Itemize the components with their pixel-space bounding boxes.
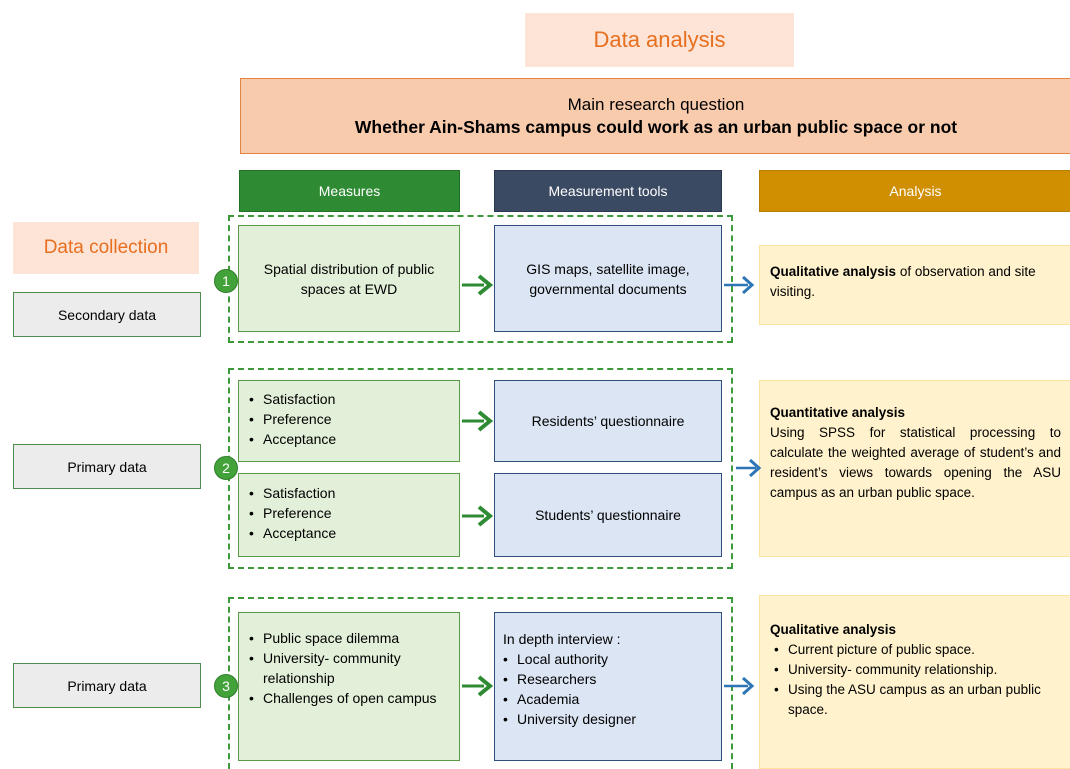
measure-item: Challenges of open campus [245,688,453,708]
tool-item: Academia [499,689,713,709]
measure-spatial-distribution: Spatial distribution of public spaces at… [238,225,460,332]
analysis-item: Current picture of public space. [770,640,1061,660]
analysis-qualitative-1: Qualitative analysis of observation and … [759,245,1070,325]
source-primary-data-3: Primary data [13,663,201,708]
tool-residents-questionnaire: Residents’ questionnaire [494,380,722,462]
tool-item: University designer [499,709,713,729]
arrow-measure-to-tool-3 [462,675,494,697]
tool-students-questionnaire: Students’ questionnaire [494,473,722,557]
step-number-3: 3 [214,674,238,698]
analysis-3-title: Qualitative analysis [770,622,897,637]
measure-item: University- community relationship [245,648,453,688]
data-collection-label: Data collection [13,222,199,274]
analysis-2-title: Quantitative analysis [770,405,906,420]
measurement-tools-header: Measurement tools [494,170,722,212]
measure-item: Acceptance [245,523,453,543]
arrow-tool-to-analysis-2 [736,458,762,478]
measure-item: Satisfaction [245,483,453,503]
main-question-text: Whether Ain-Shams campus could work as a… [354,117,958,137]
arrow-tool-to-analysis-3 [724,676,755,696]
source-primary-data-2: Primary data [13,444,201,489]
measure-students-criteria: Satisfaction Preference Acceptance [238,473,460,557]
measure-item: Satisfaction [245,389,453,409]
step-number-2: 2 [214,456,238,480]
analysis-item: University- community relationship. [770,660,1061,680]
tool-gis-maps: GIS maps, satellite image, governmental … [494,225,722,332]
measure-item: Public space dilemma [245,628,453,648]
source-secondary-data: Secondary data [13,292,201,337]
tool-item: Researchers [499,669,713,689]
tool-in-depth-interview: In depth interview : Local authority Res… [494,612,722,761]
step-number-1: 1 [214,269,238,293]
measure-interview-topics: Public space dilemma University- communi… [238,612,460,761]
measure-item: Acceptance [245,429,453,449]
analysis-quantitative-2: Quantitative analysis Using SPSS for sta… [759,380,1070,557]
diagram-title: Data analysis [525,13,794,67]
analysis-1-text: of observation and site visiting. [770,264,1036,299]
main-research-question: Main research question Whether Ain-Shams… [240,78,1070,154]
measure-residents-criteria: Satisfaction Preference Acceptance [238,380,460,462]
analysis-item: Using the ASU campus as an urban public … [770,680,1061,720]
analysis-2-text: Using SPSS for statistical processing to… [770,425,1061,500]
arrow-measure-to-tool-2a [462,410,494,432]
analysis-header: Analysis [759,170,1070,212]
measures-header: Measures [239,170,460,212]
arrow-measure-to-tool-2b [462,505,494,527]
tool-item: Local authority [499,649,713,669]
measure-item: Preference [245,503,453,523]
arrow-tool-to-analysis-1 [724,275,755,295]
analysis-qualitative-3: Qualitative analysis Current picture of … [759,595,1070,769]
analysis-1-bold: Qualitative analysis [770,264,897,279]
tool-3-title: In depth interview : [503,631,621,647]
measure-item: Preference [245,409,453,429]
main-question-heading: Main research question [567,95,745,114]
arrow-measure-to-tool-1 [462,274,494,296]
